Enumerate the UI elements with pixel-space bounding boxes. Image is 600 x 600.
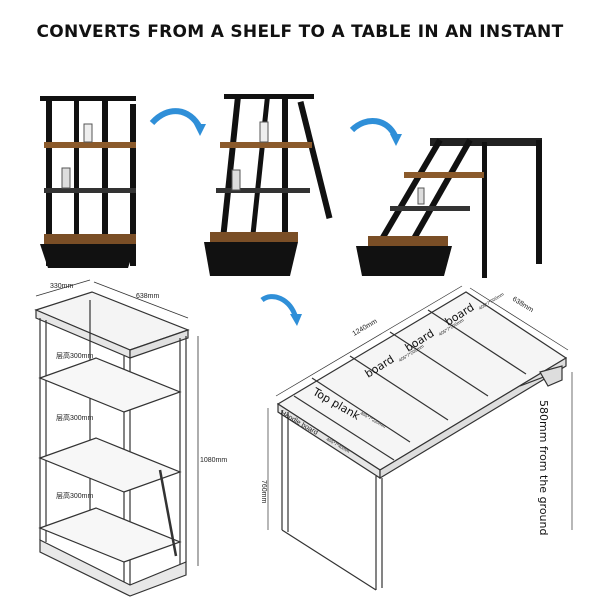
shelf-unfolding-photo [356,138,542,278]
arrow-icon [260,294,299,319]
shelf-upright-photo [40,96,136,268]
shelf-height-3: 层高300mm [56,491,94,500]
height-dimension: 1080mm [200,457,227,464]
table-dimension-drawing [267,285,573,591]
shelf-tilting-photo [204,94,333,276]
shelf-height-1: 层高300mm [56,351,94,360]
table-height-dimension: 760mm [260,480,267,504]
depth-dimension: 330mm [50,283,74,290]
arrow-icon [349,118,399,140]
shelf-height-2: 层高300mm [56,413,94,422]
arrow-head-icon [290,314,302,326]
ground-clearance-note: 580mm from the ground [537,400,550,536]
arrow-head-icon [194,124,206,136]
shelf-dimension-drawing [34,279,199,597]
arrow-icon [149,108,203,130]
table-width-dimension: 638mm [511,296,535,314]
arrow-head-icon [390,134,402,146]
width-dimension: 638mm [136,293,160,300]
headline: CONVERTS FROM A SHELF TO A TABLE IN AN I… [36,22,564,42]
table-length-dimension: 1240mm [352,318,379,338]
